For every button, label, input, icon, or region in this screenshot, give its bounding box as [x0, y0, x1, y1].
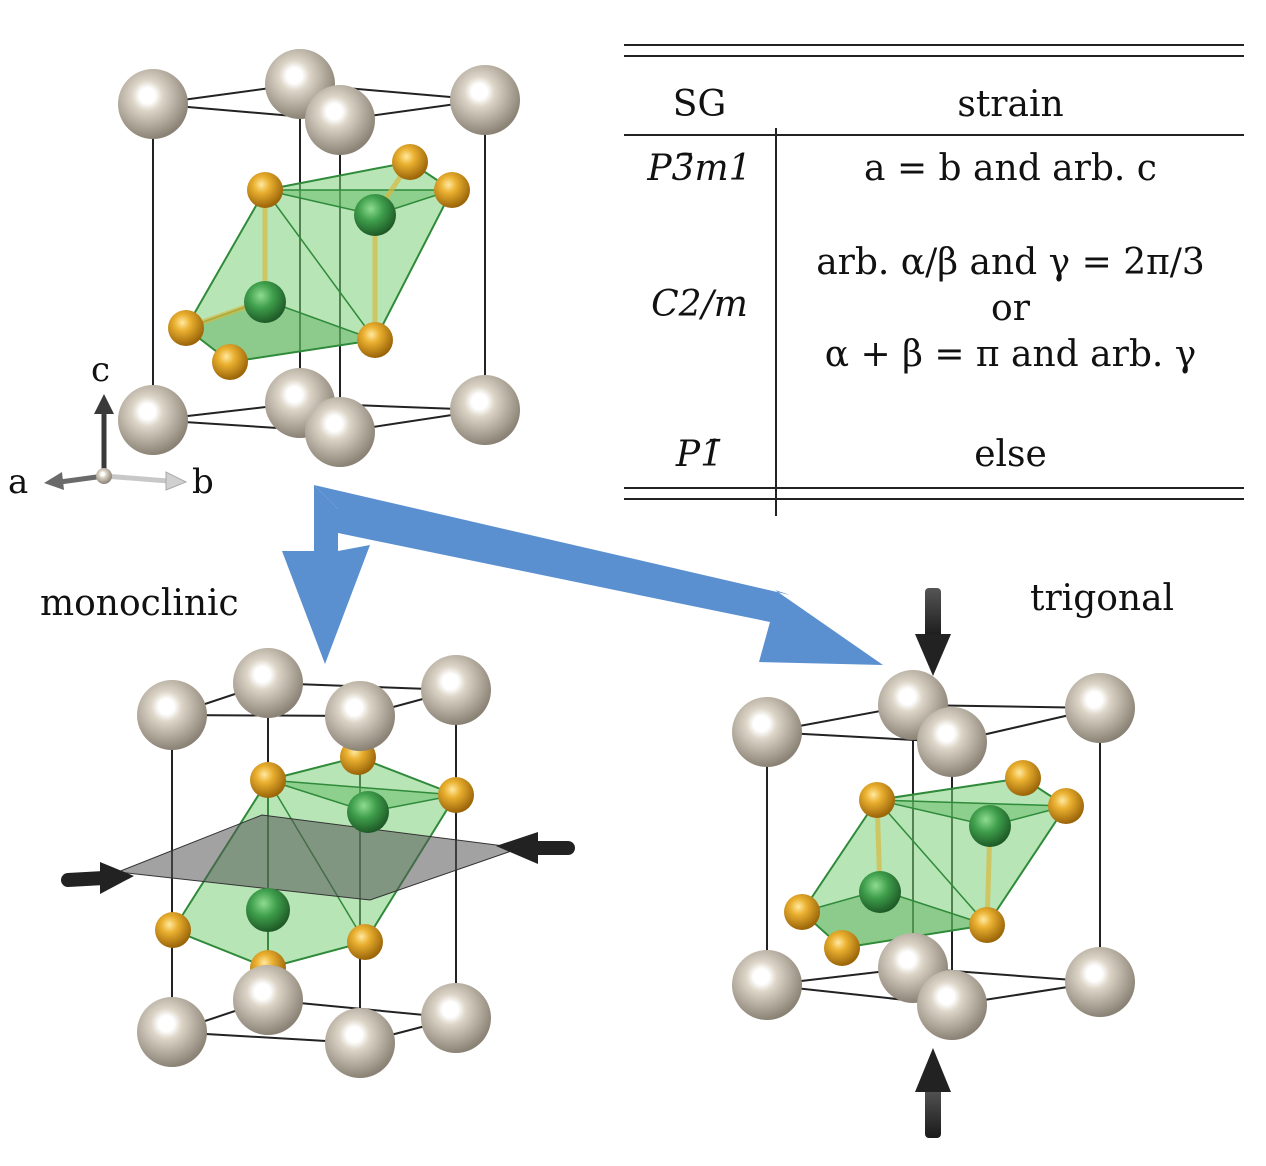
green-atom	[354, 194, 396, 236]
row-strain: a = b and arb. c	[864, 148, 1157, 189]
row-strain: α + β = π and arb. γ	[824, 334, 1197, 375]
gold-atom	[357, 322, 393, 358]
mono-force-arrow-right	[496, 832, 575, 864]
large-atom	[137, 680, 207, 750]
table-header-rule	[624, 134, 1244, 136]
transition-arrows	[282, 485, 883, 665]
large-atom	[421, 983, 491, 1053]
large-atom	[1065, 947, 1135, 1017]
top-unit-cell	[118, 49, 520, 467]
table-bottom-rule	[624, 498, 1244, 500]
large-atom	[118, 385, 188, 455]
axis-label-b: b	[192, 462, 214, 502]
arrow-to-monoclinic	[282, 485, 370, 664]
row-strain: arb. α/β and γ = 2π/3	[816, 242, 1205, 283]
large-atom	[233, 965, 303, 1035]
large-atom	[325, 1008, 395, 1078]
gold-atom	[824, 930, 860, 966]
gold-atom	[212, 344, 248, 380]
header-sg: SG	[672, 84, 727, 125]
monoclinic-label: monoclinic	[40, 583, 239, 624]
large-atom	[137, 997, 207, 1067]
gold-atom	[859, 782, 895, 818]
gold-atom	[969, 907, 1005, 943]
table-top-rule	[624, 44, 1244, 46]
gold-atom	[1005, 760, 1041, 796]
table-top-rule	[624, 55, 1244, 57]
large-atom	[305, 85, 375, 155]
green-atom	[244, 281, 286, 323]
large-atom	[325, 681, 395, 751]
green-atom	[859, 871, 901, 913]
gold-atom	[155, 912, 191, 948]
gold-atom	[247, 172, 283, 208]
large-atom	[118, 69, 188, 139]
large-atom	[450, 375, 520, 445]
large-atom	[732, 697, 802, 767]
row-sg: P1̄	[675, 434, 724, 475]
top-octahedron	[184, 160, 454, 364]
monoclinic-unit-cell	[61, 648, 575, 1078]
large-atom	[450, 65, 520, 135]
trig-force-arrow-bottom	[915, 1048, 951, 1138]
space-group-table: SG strain P3̄m1 a = b and arb. c C2/m ar…	[624, 44, 1244, 516]
row-strain: or	[991, 288, 1030, 329]
green-atom	[246, 888, 290, 932]
large-atom	[233, 648, 303, 718]
gold-atom	[392, 144, 428, 180]
arrow-to-trigonal	[314, 485, 883, 665]
mono-force-arrow-left	[61, 862, 134, 894]
trigonal-label: trigonal	[1030, 578, 1175, 619]
gold-atom	[438, 777, 474, 813]
row-sg: C2/m	[651, 284, 748, 325]
row-strain: else	[974, 434, 1047, 475]
large-atom	[1065, 673, 1135, 743]
row-sg: P3̄m1	[647, 148, 752, 189]
large-atom	[732, 950, 802, 1020]
trigonal-unit-cell	[732, 588, 1135, 1138]
table-bottom-rule	[624, 487, 1244, 489]
gold-atom	[434, 172, 470, 208]
axis-label-a: a	[8, 462, 29, 502]
gold-atom	[784, 894, 820, 930]
green-atom	[347, 791, 389, 833]
axis-triad	[44, 394, 188, 491]
trig-force-arrow-top	[915, 588, 951, 676]
large-atom	[421, 655, 491, 725]
green-atom	[969, 805, 1011, 847]
gold-atom	[168, 310, 204, 346]
large-atom	[305, 397, 375, 467]
gold-atom	[347, 924, 383, 960]
gold-atom	[250, 762, 286, 798]
compression-plane	[117, 814, 521, 901]
large-atom	[917, 970, 987, 1040]
gold-atom	[1048, 788, 1084, 824]
large-atom	[917, 707, 987, 777]
header-strain: strain	[957, 84, 1064, 125]
axis-label-c: c	[91, 350, 111, 390]
table-column-rule	[775, 128, 777, 516]
trig-octahedron	[800, 776, 1068, 950]
